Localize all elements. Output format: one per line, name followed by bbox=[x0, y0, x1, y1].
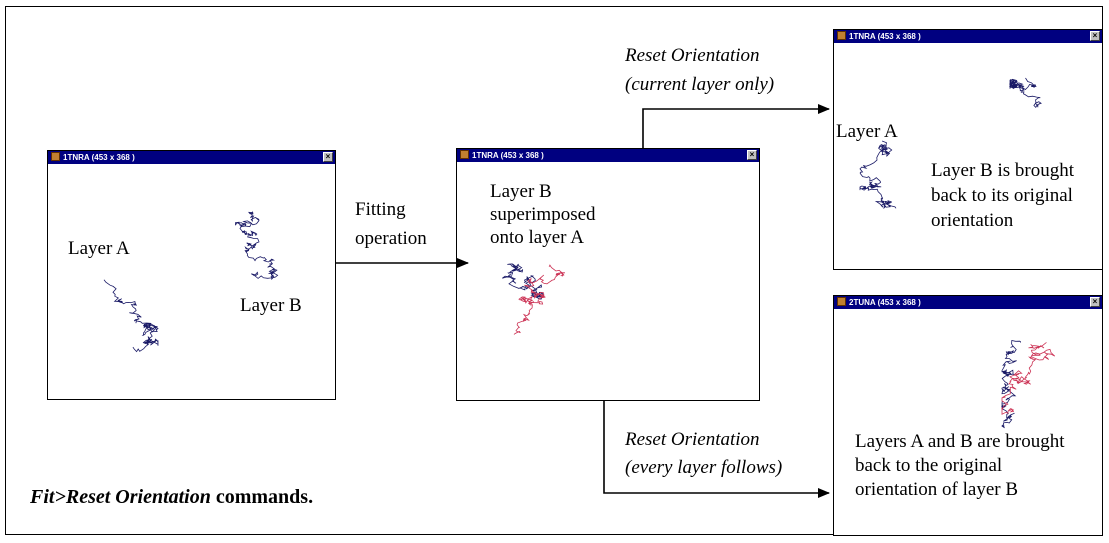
molecule-backbone bbox=[234, 210, 279, 280]
middle-text-line: onto layer A bbox=[490, 227, 584, 248]
bottom-right-text-line: back to the original bbox=[855, 455, 1003, 476]
molecule-backbone bbox=[103, 279, 159, 353]
molecule-backbone bbox=[859, 140, 897, 210]
window-title: 1TNRA (453 x 368 ) bbox=[849, 32, 921, 41]
close-icon[interactable]: × bbox=[747, 150, 757, 160]
molecule-layer-b bbox=[234, 210, 279, 280]
reset-current-label: Reset Orientation bbox=[625, 45, 760, 66]
window-bottom-right: 2TUNA (453 x 368 ) × bbox=[833, 295, 1103, 536]
molecule-app-icon bbox=[837, 297, 846, 306]
molecule-backbone bbox=[513, 264, 566, 335]
molecule-app-icon bbox=[460, 150, 469, 159]
window-title: 1TNRA (453 x 368 ) bbox=[63, 153, 135, 162]
molecule-layer-a bbox=[103, 279, 159, 353]
fitting-label: operation bbox=[355, 228, 427, 249]
window-title-bar[interactable]: 1TNRA (453 x 368 ) × bbox=[834, 30, 1102, 43]
window-title: 1TNRA (453 x 368 ) bbox=[472, 151, 544, 160]
reset-current-label: (current layer only) bbox=[625, 74, 775, 95]
molecule-superimposed bbox=[502, 263, 566, 335]
label-layer-b: Layer B bbox=[240, 295, 302, 316]
label-layer-a: Layer A bbox=[68, 238, 130, 259]
middle-text-line: superimposed bbox=[490, 204, 596, 225]
reset-every-arrow bbox=[603, 401, 830, 498]
reset-every-label: (every layer follows) bbox=[625, 457, 783, 478]
molecule-layer-b bbox=[1008, 77, 1042, 108]
window-title: 2TUNA (453 x 368 ) bbox=[849, 298, 921, 307]
top-right-text-line: back to its original bbox=[931, 185, 1073, 206]
top-right-text-line: Layer B is brought bbox=[931, 160, 1075, 181]
window-title-bar[interactable]: 1TNRA (453 x 368 ) × bbox=[457, 149, 759, 162]
window-title-bar[interactable]: 1TNRA (453 x 368 ) × bbox=[48, 151, 335, 164]
top-right-text-line: orientation bbox=[931, 210, 1014, 231]
molecule-layer-a bbox=[859, 140, 897, 210]
window-top-right: 1TNRA (453 x 368 ) × bbox=[833, 29, 1103, 270]
molecule-backbone bbox=[1001, 342, 1056, 415]
window-middle: 1TNRA (453 x 368 ) × bbox=[456, 148, 760, 401]
window-left: 1TNRA (453 x 368 ) × bbox=[47, 150, 336, 400]
reset-every-label: Reset Orientation bbox=[625, 429, 760, 450]
label-layer-a: Layer A bbox=[836, 121, 898, 142]
fitting-label: Fitting bbox=[355, 199, 406, 220]
bottom-right-text-line: Layers A and B are brought bbox=[855, 431, 1065, 452]
molecule-app-icon bbox=[837, 31, 846, 40]
molecule-app-icon bbox=[51, 152, 60, 161]
close-icon[interactable]: × bbox=[1090, 297, 1100, 307]
close-icon[interactable]: × bbox=[323, 152, 333, 162]
caption-suffix: commands. bbox=[210, 486, 314, 508]
middle-text-line: Layer B bbox=[490, 181, 552, 202]
bottom-right-text-line: orientation of layer B bbox=[855, 479, 1019, 500]
figure-caption: Fit>Reset Orientation commands. bbox=[30, 486, 313, 509]
figure-frame bbox=[5, 6, 1103, 535]
molecule-backbone bbox=[1008, 77, 1042, 108]
molecule-backbone bbox=[1001, 340, 1022, 429]
reset-current-arrow bbox=[642, 104, 830, 148]
molecule-superimposed bbox=[1001, 340, 1056, 429]
window-title-bar[interactable]: 2TUNA (453 x 368 ) × bbox=[834, 296, 1102, 309]
caption-command: Fit>Reset Orientation bbox=[30, 486, 211, 508]
close-icon[interactable]: × bbox=[1090, 31, 1100, 41]
